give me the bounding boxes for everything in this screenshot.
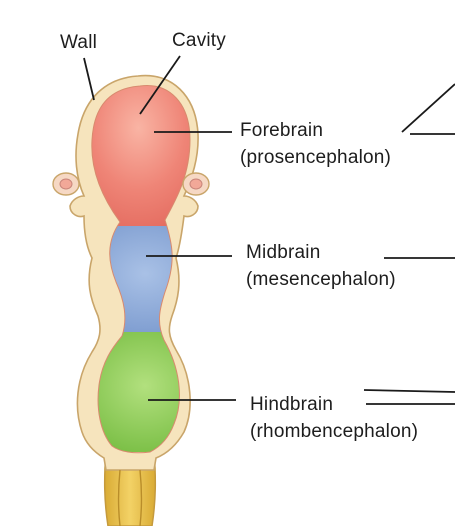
wall-leader (83, 57, 95, 101)
cavity-label: Cavity (172, 30, 226, 51)
midbrain-subtitle: (mesencephalon) (246, 269, 396, 290)
midbrain-label: Midbrain (246, 242, 321, 263)
hindbrain-bracket-line-upper (363, 389, 455, 393)
forebrain-label: Forebrain (240, 120, 324, 141)
forebrain-bracket-line-upper (401, 83, 455, 133)
cavity-leader (139, 55, 181, 115)
wall-label: Wall (60, 32, 98, 53)
optic-vesicle-right (182, 172, 210, 196)
spinal-cord-lumen (117, 469, 143, 526)
leader-lines (83, 55, 455, 405)
optic-vesicle-left (52, 172, 80, 196)
forebrain-subtitle: (prosencephalon) (240, 147, 392, 168)
cavity-outline (91, 85, 191, 454)
hindbrain-subtitle: (rhombencephalon) (250, 421, 419, 442)
hindbrain-label: Hindbrain (250, 394, 334, 415)
